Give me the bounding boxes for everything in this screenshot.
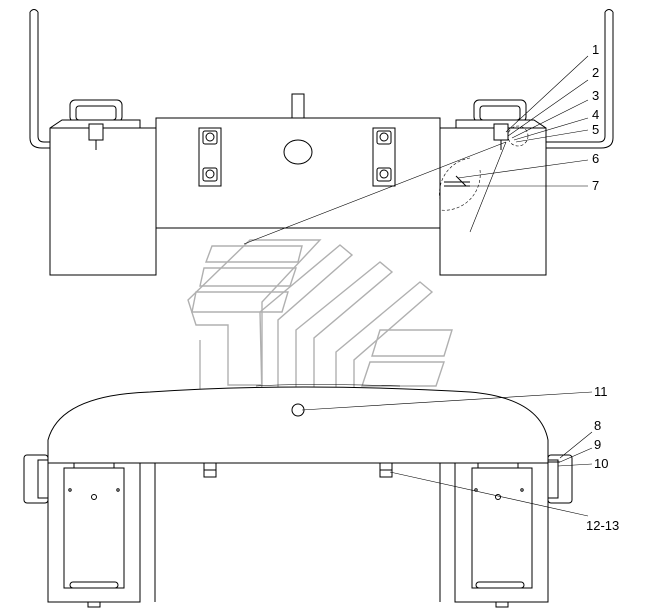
left-box [49,119,157,276]
callout-2: 2 [592,65,599,80]
callout-10: 10 [594,456,608,471]
callout-9: 9 [594,437,601,452]
bottom-view [23,384,573,608]
left-side-bracket [23,454,49,504]
curved-top [47,386,549,464]
right-latch [493,123,509,141]
center-lug [291,93,305,119]
callout-4: 4 [592,107,599,122]
top-view [29,9,614,276]
left-slot [69,581,119,589]
right-lifting-loop [473,99,527,123]
right-slot [475,581,525,589]
callout-11: 11 [594,384,608,399]
leader-lines [243,55,593,517]
callout-3: 3 [592,88,599,103]
callout-labels: 1 2 3 4 5 6 7 8 9 10 11 12-13 [586,42,619,533]
center-hole [283,139,313,165]
right-handle-rod [546,12,614,149]
left-handle-rod [29,12,50,149]
callout-6: 6 [592,151,599,166]
lower-body [47,462,549,603]
left-bolt-plate [198,127,222,187]
callout-8: 8 [594,418,601,433]
right-box [439,119,547,276]
callout-7: 7 [592,178,599,193]
right-bolt-plate [372,127,396,187]
left-latch [88,123,104,141]
callout-5: 5 [592,122,599,137]
callout-1: 1 [592,42,599,57]
callout-12-13: 12-13 [586,518,619,533]
left-lifting-loop [69,99,123,123]
